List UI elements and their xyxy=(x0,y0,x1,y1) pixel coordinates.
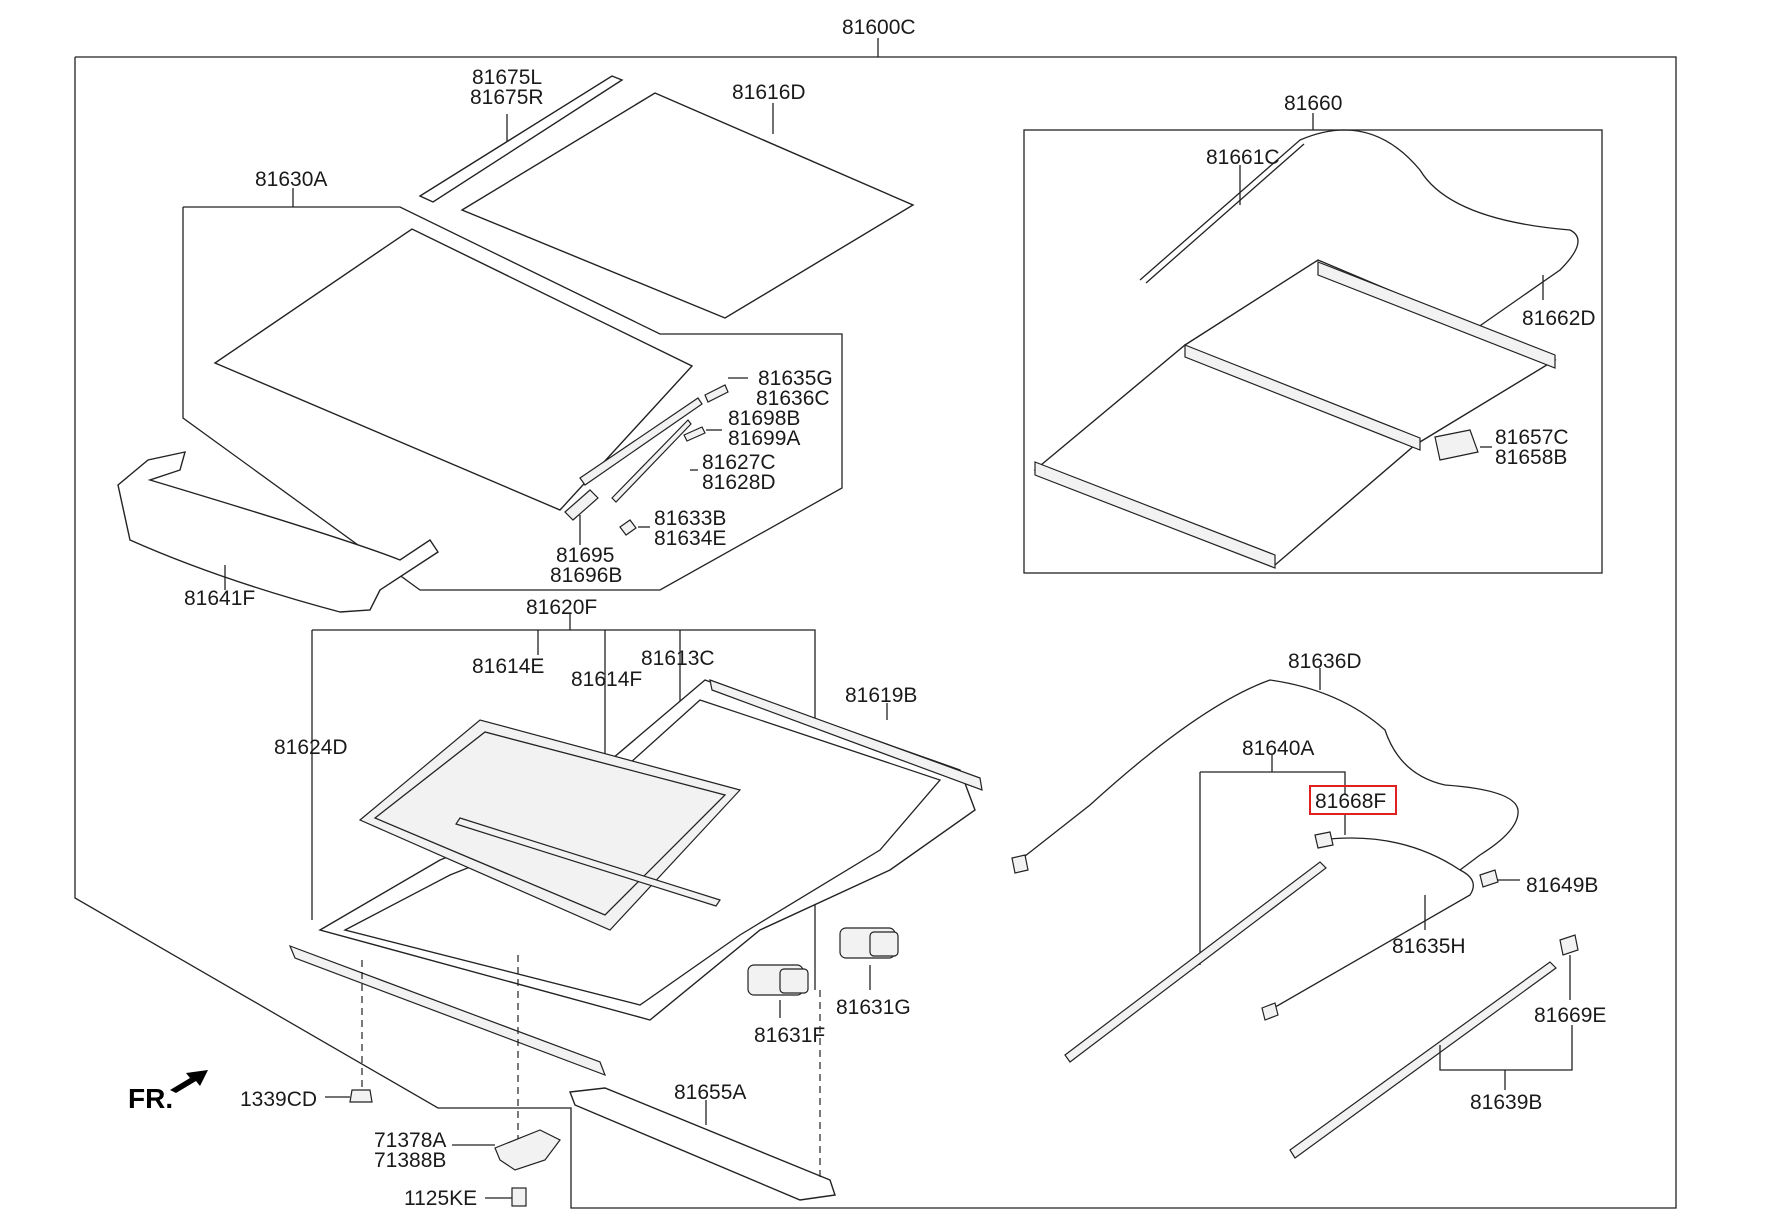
label-81634e[interactable]: 81634E xyxy=(654,527,726,550)
label-81639b[interactable]: 81639B xyxy=(1470,1091,1542,1114)
sunshade-panel xyxy=(1033,259,1557,566)
inner-glass-panel xyxy=(213,228,694,511)
bolt-1125ke xyxy=(485,1187,527,1207)
label-81661c[interactable]: 81661C xyxy=(1206,146,1280,169)
label-81649b[interactable]: 81649B xyxy=(1526,874,1598,897)
label-81699a[interactable]: 81699A xyxy=(728,427,800,450)
label-81636c[interactable]: 81636C xyxy=(756,387,830,410)
label-81614e[interactable]: 81614E xyxy=(472,655,544,678)
glass-panel-group xyxy=(182,75,915,591)
label-81636d[interactable]: 81636D xyxy=(1288,650,1362,673)
label-71388b[interactable]: 71388B xyxy=(374,1149,446,1172)
front-arrow-icon xyxy=(170,1070,208,1093)
guide-rail-b xyxy=(1289,961,1557,1159)
label-81631f[interactable]: 81631F xyxy=(754,1024,825,1047)
label-81635h[interactable]: 81635H xyxy=(1392,935,1466,958)
bracket-71378a xyxy=(452,1129,561,1171)
label-81635g[interactable]: 81635G xyxy=(758,367,833,390)
label-81613c[interactable]: 81613C xyxy=(641,647,715,670)
sunroof-frame-group xyxy=(288,613,983,1207)
label-81624d[interactable]: 81624D xyxy=(274,736,348,759)
label-81640a[interactable]: 81640A xyxy=(1242,737,1314,760)
label-81631g[interactable]: 81631G xyxy=(836,996,911,1019)
glass-bracket-parts xyxy=(564,377,748,545)
part-number-labels: 81600C 81675L 81675R 81616D 81630A 81635… xyxy=(184,16,1606,1210)
sunroof-motor-g xyxy=(839,927,899,990)
front-direction-indicator: FR. xyxy=(128,1070,208,1114)
label-81627c[interactable]: 81627C xyxy=(702,451,776,474)
label-81600c[interactable]: 81600C xyxy=(842,16,916,39)
label-81698b[interactable]: 81698B xyxy=(728,407,800,430)
nut-1339cd xyxy=(325,1089,373,1103)
outer-glass-panel xyxy=(460,92,915,319)
drain-cover xyxy=(569,1087,836,1201)
front-label: FR. xyxy=(128,1083,173,1114)
label-81660[interactable]: 81660 xyxy=(1284,92,1342,115)
label-81695[interactable]: 81695 xyxy=(556,544,614,567)
label-81675l[interactable]: 81675L xyxy=(472,66,542,89)
label-81675r[interactable]: 81675R xyxy=(470,86,544,109)
highlighted-part-box xyxy=(1309,785,1397,815)
label-81658b[interactable]: 81658B xyxy=(1495,446,1567,469)
label-81662d[interactable]: 81662D xyxy=(1522,307,1596,330)
sunshade-group xyxy=(1023,113,1603,574)
label-1125ke[interactable]: 1125KE xyxy=(404,1187,477,1210)
glass-side-strip xyxy=(418,75,624,203)
guide-rail-a xyxy=(1064,861,1327,1063)
label-81616d[interactable]: 81616D xyxy=(732,81,806,104)
label-81657c[interactable]: 81657C xyxy=(1495,426,1569,449)
label-81628d[interactable]: 81628D xyxy=(702,471,776,494)
label-81696b[interactable]: 81696B xyxy=(550,564,622,587)
label-81630a[interactable]: 81630A xyxy=(255,168,327,191)
sunroof-motor-f xyxy=(747,964,809,1018)
wind-deflector xyxy=(117,451,439,613)
main-assembly-frame xyxy=(74,38,1677,1209)
label-81669e[interactable]: 81669E xyxy=(1534,1004,1606,1027)
cable-rail-group xyxy=(1011,668,1579,1159)
label-81619b[interactable]: 81619B xyxy=(845,684,917,707)
label-81620f[interactable]: 81620F xyxy=(526,596,597,619)
label-71378a[interactable]: 71378A xyxy=(374,1129,446,1152)
label-81655a[interactable]: 81655A xyxy=(674,1081,746,1104)
label-1339cd[interactable]: 1339CD xyxy=(240,1088,317,1111)
label-81668f[interactable]: 81668F xyxy=(1315,790,1386,813)
label-81641f[interactable]: 81641F xyxy=(184,587,255,610)
label-81614f[interactable]: 81614F xyxy=(571,668,642,691)
label-81633b[interactable]: 81633B xyxy=(654,507,726,530)
